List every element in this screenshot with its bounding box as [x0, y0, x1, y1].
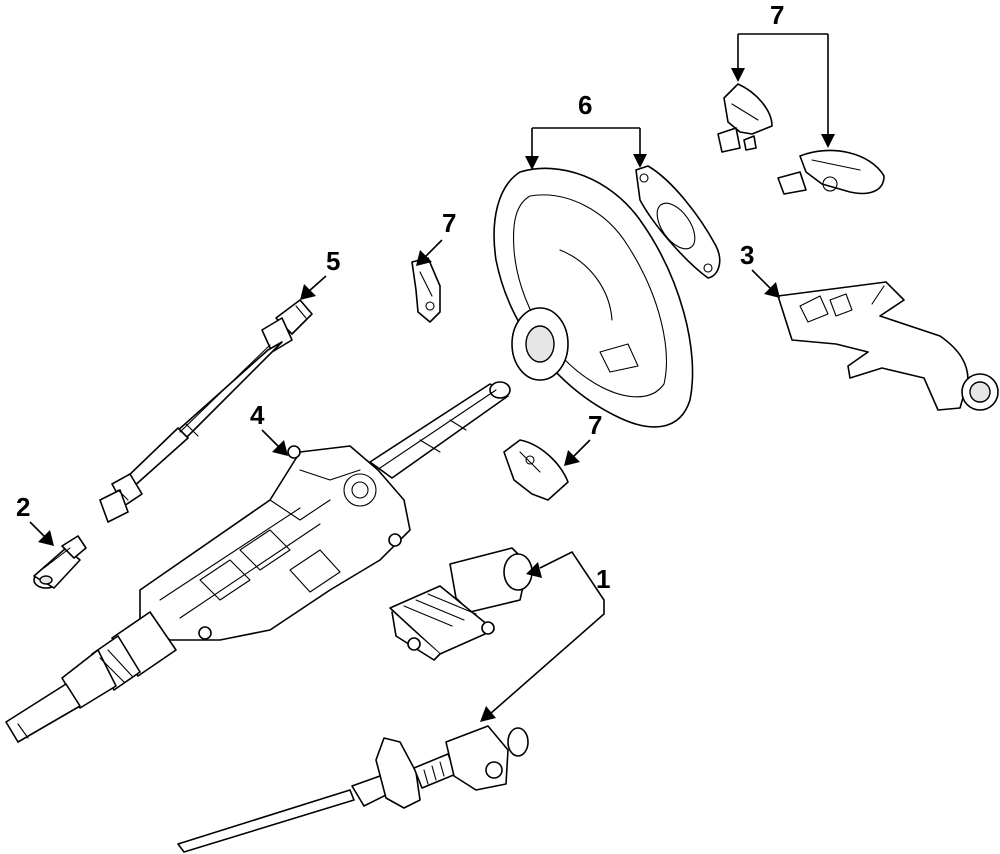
leader-1 — [489, 550, 605, 715]
leader-7-lower — [571, 439, 591, 459]
callout-6: 6 — [578, 90, 592, 120]
callout-7-left: 7 — [442, 208, 456, 238]
arrow-6-a — [525, 156, 539, 170]
callout-3: 3 — [740, 240, 754, 270]
leader-7-left — [423, 239, 443, 259]
steering-wheel — [493, 167, 694, 428]
arrow-7-top-b — [821, 134, 835, 148]
trim-switch-lower — [777, 149, 885, 195]
callout-7-top: 7 — [770, 0, 784, 30]
leader-5 — [307, 275, 327, 293]
leader-3 — [751, 269, 773, 291]
arrow-6-b — [633, 154, 647, 168]
arrow-4 — [272, 440, 288, 456]
arrow-1-a — [526, 562, 542, 578]
arrow-7-left — [416, 250, 432, 266]
steering-column-assembly — [5, 381, 511, 743]
wheel-rear-cover — [635, 165, 721, 279]
adjust-motor — [389, 547, 533, 661]
column-cover — [777, 281, 999, 411]
arrow-7-lower — [564, 450, 580, 466]
leader-2 — [29, 521, 47, 539]
lock-cylinder — [33, 535, 87, 589]
arrow-2 — [38, 530, 54, 546]
arrow-3 — [764, 282, 780, 298]
leader-4 — [261, 429, 281, 449]
callout-2: 2 — [16, 492, 30, 522]
callout-4: 4 — [250, 400, 265, 430]
trim-switch-upper — [717, 83, 773, 153]
callout-5: 5 — [326, 246, 340, 276]
arrow-7-top-a — [731, 68, 745, 82]
callout-1: 1 — [596, 564, 610, 594]
arrow-5 — [300, 284, 316, 300]
arrow-1-b — [480, 706, 496, 722]
leader-6 — [531, 127, 641, 158]
trim-piece-left — [411, 257, 441, 323]
trim-piece-lower — [503, 439, 569, 501]
adjust-cable — [177, 725, 529, 853]
callout-7-lower: 7 — [588, 410, 602, 440]
intermediate-shaft — [99, 299, 313, 523]
leader-7-top — [737, 33, 829, 136]
